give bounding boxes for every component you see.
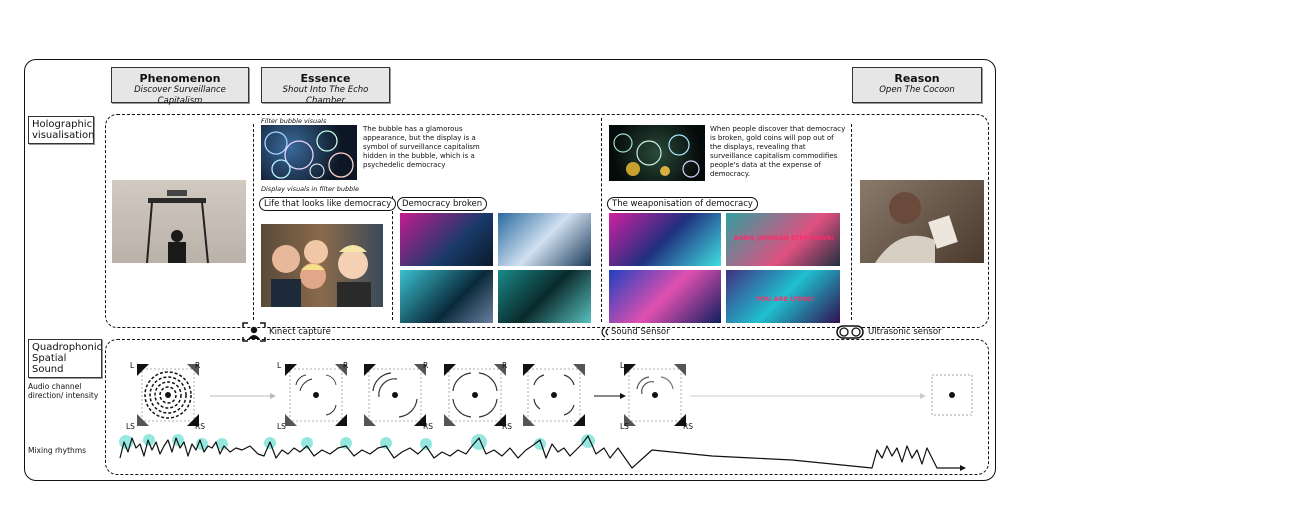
speaker-set-4 [443, 363, 507, 427]
mixing-rhythm-waveform [119, 434, 966, 471]
installation-illustration [146, 190, 209, 263]
broken-image-4 [498, 270, 591, 323]
coins-bubbles-illustration [613, 133, 700, 178]
holographic-box [105, 114, 989, 328]
filter-bubble-image [261, 125, 357, 180]
weapon-image-4: YOU ARE LYING! [726, 270, 840, 323]
participant-illustration [875, 192, 958, 263]
speaker-label-rs: RS [423, 422, 433, 431]
row-label-holographic: Holographic visualisation [28, 116, 94, 144]
phase-title: Reason [894, 72, 940, 85]
weapon-image-2: BORIS JOHNSON STEP DOWN! [726, 213, 840, 266]
divider [392, 196, 393, 320]
broken-image-3 [400, 270, 493, 323]
speaker-label-rs: RS [502, 422, 512, 431]
phase-essence: Essence Shout Into The Echo Chamber [261, 67, 390, 106]
weapon-image-1 [609, 213, 721, 266]
audio-channel-label: Audio channel direction/ intensity [28, 382, 99, 400]
participant-photo [860, 180, 984, 263]
speaker-set-7 [931, 374, 973, 416]
divider [851, 124, 852, 320]
speaker-label-l: L [620, 361, 625, 370]
sound-sensor-icon [601, 326, 609, 338]
display-visuals-label: Display visuals in filter bubble [261, 185, 360, 193]
speaker-set-1 [136, 363, 200, 427]
speaker-label-rs: RS [683, 422, 693, 431]
overlay-text: YOU ARE LYING! [756, 295, 815, 303]
speaker-label-r: R [502, 361, 508, 370]
sound-sensor-label: Sound Sensor [611, 327, 670, 337]
ultrasonic-sensor-icon [836, 325, 864, 339]
kinect-camera-icon [242, 322, 266, 342]
row-label-quadrophonic: Quadrophonic Spatial Sound [28, 339, 102, 378]
politicians-collage [261, 224, 383, 307]
filter-bubble-label: Filter bubble visuals [261, 117, 327, 125]
faces-illustration [271, 240, 371, 307]
phase-phenomenon: Phenomenon Discover Surveillance Capital… [111, 67, 249, 106]
broken-image-1 [400, 213, 493, 266]
speaker-label-l: L [130, 361, 135, 370]
phase-subtitle: Open The Cocoon [879, 85, 955, 95]
bubble-description: The bubble has a glamorous appearance, b… [363, 125, 480, 169]
divider [253, 124, 254, 320]
phase-subtitle: Discover Surveillance Capitalism [134, 85, 226, 106]
speaker-diagrams [136, 363, 973, 427]
speaker-label-ls: LS [620, 422, 629, 431]
speaker-label-ls: LS [126, 422, 135, 431]
phase-reason: Reason Open The Cocoon [852, 67, 982, 103]
speaker-label-l: L [277, 361, 282, 370]
mixing-rhythms-label: Mixing rhythms [28, 446, 87, 455]
diagram-frame [24, 59, 996, 481]
broken-image-2 [498, 213, 591, 266]
speaker-set-5 [522, 363, 586, 427]
speaker-label-rs: RS [195, 422, 205, 431]
bubbles-illustration [264, 130, 354, 179]
phase-subtitle: Shout Into The Echo Chamber [282, 85, 369, 106]
gold-coins-image [609, 125, 705, 181]
life-democracy-title: Life that looks like democracy [259, 197, 397, 211]
kinect-capture-label: Kinect capture [269, 327, 331, 337]
speaker-label-ls: LS [277, 422, 286, 431]
rhythm-highlights [119, 434, 595, 450]
speaker-label-r: R [195, 361, 201, 370]
democracy-broken-title: Democracy broken [397, 197, 488, 211]
speaker-set-6 [623, 363, 687, 427]
speaker-label-r: R [343, 361, 349, 370]
ultrasonic-sensor-label: Ultrasonic sensor [868, 327, 942, 337]
overlay-text: BORIS JOHNSON STEP DOWN! [734, 235, 835, 242]
phase-title: Phenomenon [139, 72, 221, 85]
divider [601, 118, 602, 322]
speaker-set-3 [363, 363, 427, 427]
weapon-image-3 [609, 270, 721, 323]
quadrophonic-box [105, 339, 989, 475]
speaker-set-2 [284, 363, 348, 427]
weaponisation-title: The weaponisation of democracy [607, 197, 758, 211]
installation-photo [112, 180, 246, 263]
phase-title: Essence [300, 72, 351, 85]
speaker-label-r: R [423, 361, 429, 370]
coins-description: When people discover that democracy is b… [710, 125, 846, 178]
